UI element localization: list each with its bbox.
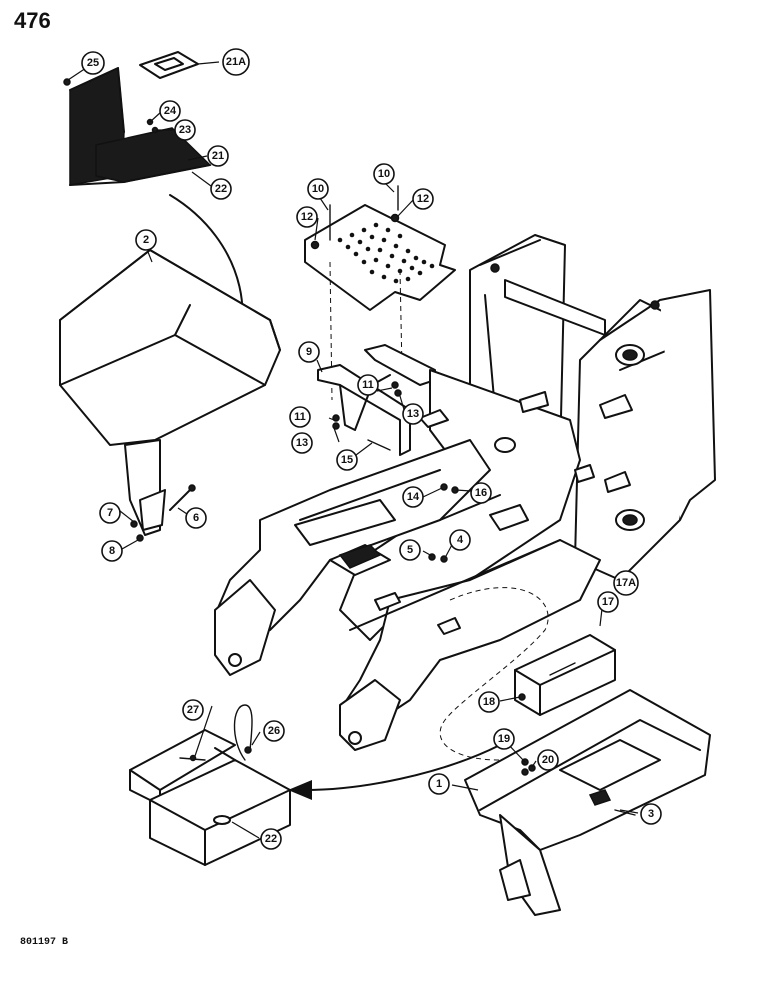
callout-25: 25 xyxy=(81,51,105,75)
callout-27: 27 xyxy=(182,699,204,721)
callout-1: 1 xyxy=(428,773,450,795)
callout-22-top: 22 xyxy=(210,178,232,200)
callout-9: 9 xyxy=(298,341,320,363)
callout-10-right: 10 xyxy=(373,163,395,185)
svg-text:12: 12 xyxy=(301,211,313,223)
callout-11-lower: 11 xyxy=(289,406,311,428)
svg-text:7: 7 xyxy=(107,507,113,519)
svg-text:18: 18 xyxy=(483,696,495,708)
svg-text:10: 10 xyxy=(312,183,324,195)
footer-code: 801197 B xyxy=(20,937,69,948)
callout-10-left: 10 xyxy=(307,178,329,200)
svg-text:8: 8 xyxy=(109,545,115,557)
callout-13-lower: 13 xyxy=(291,432,313,454)
callout-5: 5 xyxy=(399,539,421,561)
svg-text:1: 1 xyxy=(436,778,442,790)
callout-4: 4 xyxy=(449,529,471,551)
svg-text:11: 11 xyxy=(294,411,306,423)
callout-24: 24 xyxy=(159,100,181,122)
loader-main-frame xyxy=(214,234,716,751)
svg-text:5: 5 xyxy=(407,544,413,556)
callout-21: 21 xyxy=(207,145,229,167)
callout-3: 3 xyxy=(640,803,662,825)
open-tool-box-part-22 xyxy=(129,704,291,866)
installation-arrow-lower xyxy=(288,744,501,800)
svg-text:22: 22 xyxy=(215,183,227,195)
svg-text:13: 13 xyxy=(296,437,308,449)
svg-text:19: 19 xyxy=(498,733,510,745)
callout-20: 20 xyxy=(537,749,559,771)
svg-text:25: 25 xyxy=(87,57,99,69)
callout-23: 23 xyxy=(174,119,196,141)
callout-12-right: 12 xyxy=(412,188,434,210)
svg-text:23: 23 xyxy=(179,124,191,136)
callout-17: 17 xyxy=(597,591,619,613)
callout-11-upper: 11 xyxy=(357,374,379,396)
svg-text:12: 12 xyxy=(417,193,429,205)
floor-mat-assembly xyxy=(63,51,212,186)
callout-6: 6 xyxy=(185,507,207,529)
svg-text:16: 16 xyxy=(475,487,487,499)
svg-text:14: 14 xyxy=(407,491,420,503)
svg-text:15: 15 xyxy=(341,454,353,466)
svg-text:21A: 21A xyxy=(226,56,246,68)
tool-box-part-17 xyxy=(514,634,616,716)
callout-17A: 17A xyxy=(613,570,639,596)
svg-text:6: 6 xyxy=(193,512,199,524)
callout-19: 19 xyxy=(493,728,515,750)
step-bracket-part-9 xyxy=(317,344,436,456)
svg-text:26: 26 xyxy=(268,725,280,737)
fender-cover-part-2 xyxy=(59,249,281,542)
svg-text:27: 27 xyxy=(187,704,199,716)
callout-18: 18 xyxy=(478,691,500,713)
svg-text:3: 3 xyxy=(648,808,654,820)
svg-text:9: 9 xyxy=(306,346,312,358)
callout-12-left: 12 xyxy=(296,206,318,228)
svg-text:4: 4 xyxy=(457,534,464,546)
svg-text:2: 2 xyxy=(143,234,149,246)
callout-2: 2 xyxy=(135,229,157,251)
svg-text:13: 13 xyxy=(407,408,419,420)
page-number: 476 xyxy=(14,8,51,33)
callout-13-upper: 13 xyxy=(402,403,424,425)
callout-22-bottom: 22 xyxy=(260,828,282,850)
callout-21A: 21A xyxy=(222,48,250,76)
svg-text:17: 17 xyxy=(602,596,614,608)
callout-15: 15 xyxy=(336,449,358,471)
svg-text:17A: 17A xyxy=(616,577,636,589)
callout-7: 7 xyxy=(99,502,121,524)
svg-text:10: 10 xyxy=(378,168,390,180)
perforated-step-plate xyxy=(304,185,456,311)
callout-26: 26 xyxy=(263,720,285,742)
svg-text:24: 24 xyxy=(164,105,177,117)
callout-14: 14 xyxy=(402,486,424,508)
perforation-holes xyxy=(337,222,435,284)
tool-box-mount-part-1 xyxy=(464,689,711,916)
svg-text:20: 20 xyxy=(542,754,554,766)
callout-8: 8 xyxy=(101,540,123,562)
svg-text:22: 22 xyxy=(265,833,277,845)
callout-16: 16 xyxy=(470,482,492,504)
svg-text:21: 21 xyxy=(212,150,224,162)
svg-text:11: 11 xyxy=(362,379,374,391)
